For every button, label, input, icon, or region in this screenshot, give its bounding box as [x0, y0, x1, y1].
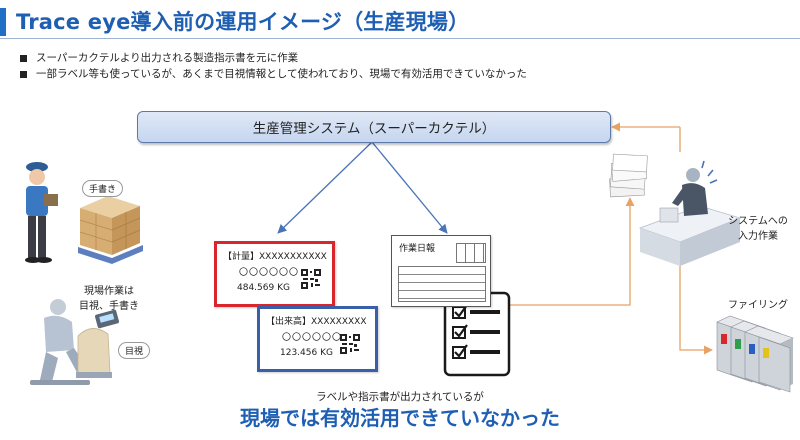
left-caption: 現場作業は 目視、手書き: [74, 282, 144, 312]
paper-stack-icon: [609, 153, 648, 198]
filing-label: ファイリング: [728, 300, 788, 311]
label-circles: 〇〇〇〇〇〇: [282, 333, 343, 343]
label-circles: 〇〇〇〇〇〇: [239, 268, 300, 278]
label-card-plan: 【計量】XXXXXXXXXXX 〇〇〇〇〇〇 484.569 KG: [214, 241, 335, 307]
bubble-visual: 目視: [118, 342, 151, 359]
caption-small: ラベルや指示書が出力されているが: [316, 391, 484, 403]
report-stamp-grid: [456, 243, 486, 263]
bullet-item: スーパーカクテルより出力される製造指示書を元に作業: [20, 50, 527, 66]
report-table-grid: [398, 266, 486, 302]
left-caption-line: 現場作業は: [84, 286, 134, 297]
label-weight: 484.569 KG: [237, 283, 290, 293]
bullet-square-icon: [20, 54, 27, 62]
input-work-label: システムへの 入力作業: [722, 212, 794, 242]
input-work-line: システムへの: [728, 216, 788, 227]
pallet-boxes-icon: [78, 196, 143, 264]
title-accent-bar: [0, 8, 6, 36]
label-card-output: 【出来高】XXXXXXXXX 〇〇〇〇〇〇 123.456 KG: [257, 306, 378, 372]
caption-big: 現場では有効活用できていなかった: [240, 406, 560, 430]
worker-clipboard-icon: [25, 162, 58, 263]
arrow-system-to-label: [277, 141, 373, 234]
desk-worker-icon: [638, 160, 742, 266]
page-title: Trace eye導入前の運用イメージ（生産現場）: [16, 10, 470, 34]
bullet-square-icon: [20, 70, 27, 78]
production-system-box: 生産管理システム（スーパーカクテル）: [137, 111, 611, 143]
bullet-text: スーパーカクテルより出力される製造指示書を元に作業: [36, 52, 299, 64]
bullet-text: 一部ラベル等も使っているが、あくまで目視情報として使われており、現場で有効活用で…: [36, 68, 527, 80]
label-header: 【計量】XXXXXXXXXXX: [223, 252, 327, 262]
binders-icon: [716, 315, 794, 393]
scale-display-icon: [95, 309, 119, 329]
input-work-line: 入力作業: [738, 231, 778, 242]
label-header: 【出来高】XXXXXXXXX: [266, 317, 367, 327]
left-caption-line: 目視、手書き: [79, 301, 139, 312]
bullet-list: スーパーカクテルより出力される製造指示書を元に作業 一部ラベル等も使っているが、…: [20, 50, 527, 82]
title-divider: [0, 38, 800, 39]
bubble-handwriting: 手書き: [82, 180, 124, 197]
work-report-form: 作業日報: [391, 235, 491, 307]
arrow-report-to-input: [508, 197, 635, 306]
arrow-input-to-filing: [679, 258, 713, 355]
label-weight: 123.456 KG: [280, 348, 333, 358]
work-report-title: 作業日報: [399, 244, 436, 254]
arrow-system-to-report: [371, 141, 448, 234]
sack-icon: [76, 328, 112, 378]
checklist-icon: [443, 288, 511, 377]
bullet-item: 一部ラベル等も使っているが、あくまで目視情報として使われており、現場で有効活用で…: [20, 66, 527, 82]
worker-kneeling-icon: [30, 299, 90, 385]
